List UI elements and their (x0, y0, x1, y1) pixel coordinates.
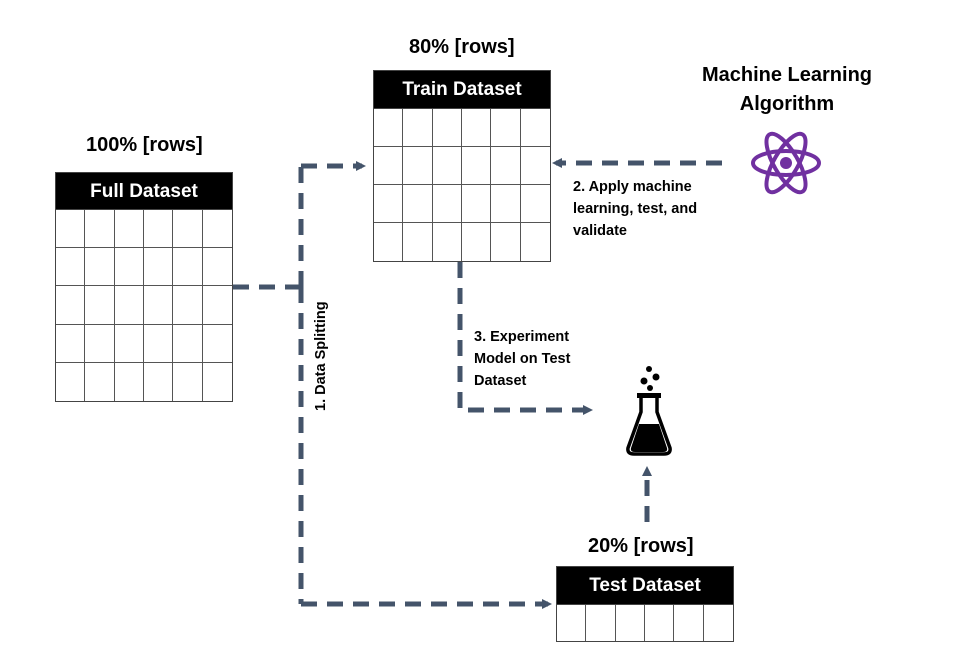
table-cell (202, 248, 232, 287)
table-cell (173, 248, 203, 287)
table-cell (374, 223, 404, 261)
table-cell (114, 210, 144, 249)
table-cell (202, 210, 232, 249)
table-cell (491, 109, 521, 147)
atom-icon (751, 131, 821, 195)
table-cell (374, 147, 404, 185)
train-dataset-table: Train Dataset (373, 70, 551, 262)
table-cell (85, 362, 115, 401)
table-cell (85, 286, 115, 325)
table-cell (403, 109, 433, 147)
table-cell (114, 286, 144, 325)
test-dataset-grid (557, 605, 733, 641)
test-dataset-title: Test Dataset (557, 567, 733, 605)
table-cell (144, 324, 174, 363)
step-1-label: 1. Data Splitting (313, 301, 329, 411)
table-cell (374, 109, 404, 147)
flask-icon (626, 366, 672, 456)
test-dataset-table: Test Dataset (556, 566, 734, 642)
table-cell (403, 147, 433, 185)
table-cell (114, 248, 144, 287)
table-cell (491, 223, 521, 261)
step-2-label: 2. Apply machine learning, test, and val… (573, 179, 698, 239)
full-dataset-grid (56, 210, 232, 401)
table-cell (56, 324, 86, 363)
table-cell (704, 605, 733, 641)
table-cell (173, 286, 203, 325)
table-cell (56, 362, 86, 401)
table-cell (586, 605, 616, 641)
table-cell (462, 185, 492, 223)
table-cell (173, 324, 203, 363)
table-cell (203, 363, 232, 401)
split-connector (233, 166, 304, 604)
table-cell (403, 223, 433, 261)
table-cell (645, 605, 675, 641)
table-cell (491, 185, 521, 223)
table-cell (85, 210, 115, 249)
table-cell (432, 147, 462, 185)
table-cell (462, 223, 492, 261)
table-cell (202, 325, 232, 363)
train-dataset-title: Train Dataset (374, 71, 550, 109)
full-percent-label: 100% [rows] (86, 134, 203, 156)
table-cell (202, 286, 232, 325)
table-cell (85, 324, 115, 363)
table-cell (491, 147, 521, 185)
table-cell (462, 109, 492, 147)
table-cell (521, 223, 550, 261)
table-cell (520, 185, 550, 223)
table-cell (173, 210, 203, 249)
table-cell (56, 248, 86, 287)
table-cell (403, 185, 433, 223)
step-3-label: 3. Experiment Model on Test Dataset (474, 329, 571, 389)
full-dataset-table: Full Dataset (55, 172, 233, 402)
table-cell (616, 605, 645, 641)
table-cell (114, 324, 144, 363)
algorithm-title: Machine Learning Algorithm (701, 64, 873, 115)
table-cell (557, 605, 587, 641)
table-cell (115, 362, 144, 401)
table-cell (85, 248, 115, 287)
test-percent-label: 20% [rows] (588, 535, 694, 557)
table-cell (520, 109, 550, 147)
train-to-flask-arrow (457, 262, 593, 415)
train-dataset-grid (374, 109, 550, 261)
train-percent-label: 80% [rows] (409, 36, 515, 58)
table-cell (173, 362, 203, 401)
table-cell (432, 185, 462, 223)
table-cell (674, 605, 704, 641)
table-cell (432, 109, 462, 147)
table-cell (144, 210, 174, 249)
table-cell (144, 362, 174, 401)
table-cell (462, 147, 492, 185)
table-cell (144, 248, 174, 287)
full-dataset-title: Full Dataset (56, 173, 232, 210)
table-cell (520, 147, 550, 185)
table-cell (56, 286, 86, 325)
table-cell (56, 210, 86, 249)
table-cell (144, 286, 174, 325)
table-cell (433, 223, 462, 261)
table-cell (374, 185, 404, 223)
